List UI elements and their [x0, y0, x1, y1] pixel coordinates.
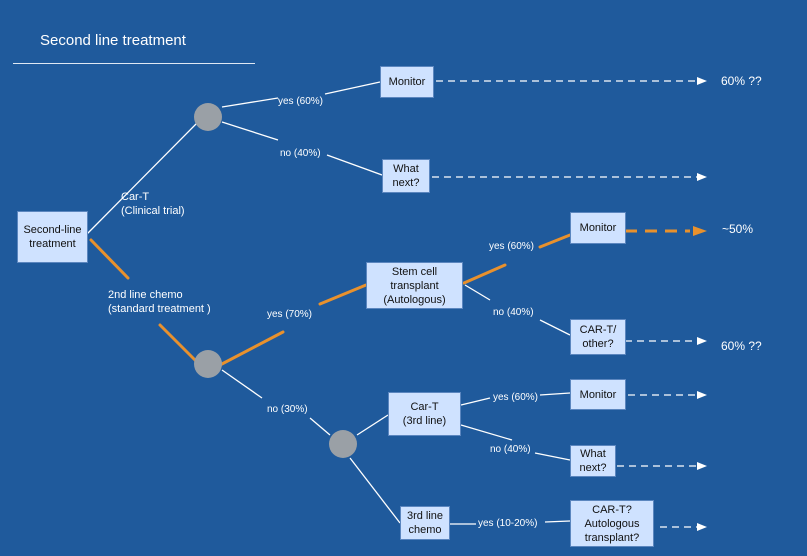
stem-cell-transplant-box: Stem cell transplant (Autologous) [366, 262, 463, 309]
outcome-cart-other: 60% ?? [721, 339, 762, 353]
no-40-label-top: no (40%) [280, 148, 321, 159]
cart-other-box: CAR-T/ other? [570, 319, 626, 355]
no-40-label-low: no (40%) [490, 444, 531, 455]
chance-node-cart [194, 103, 222, 131]
yes-70-label: yes (70%) [267, 309, 313, 320]
no-30-label: no (30%) [267, 404, 308, 415]
outcome-mid: ~50% [722, 222, 754, 236]
monitor-box-top: Monitor [380, 66, 434, 98]
yes-60-label-mid: yes (60%) [489, 241, 535, 252]
chance-node-no-response [329, 430, 357, 458]
second-line-treatment-box: Second-line treatment [17, 211, 88, 263]
cart-3rd-line-box: Car-T (3rd line) [388, 392, 461, 436]
yes-60-label-top: yes (60%) [278, 96, 324, 107]
yes-60-label-low: yes (60%) [493, 392, 539, 403]
cart-clinical-trial-label: Car-T (Clinical trial) [121, 191, 185, 217]
monitor-box-mid: Monitor [570, 212, 626, 244]
monitor-box-low: Monitor [570, 379, 626, 410]
cart-autologous-box: CAR-T? Autologous transplant? [570, 500, 654, 547]
yes-10-20-label: yes (10-20%) [478, 518, 538, 529]
title-underline [13, 63, 255, 64]
what-next-box-top: What next? [382, 159, 430, 193]
no-40-label-mid: no (40%) [493, 307, 534, 318]
third-line-chemo-box: 3rd line chemo [400, 506, 450, 540]
what-next-box-low: What next? [570, 445, 616, 477]
outcome-top: 60% ?? [721, 74, 762, 88]
second-line-chemo-label: 2nd line chemo (standard treatment ) [108, 289, 211, 315]
diagram-title: Second line treatment [40, 32, 186, 49]
chance-node-chemo [194, 350, 222, 378]
